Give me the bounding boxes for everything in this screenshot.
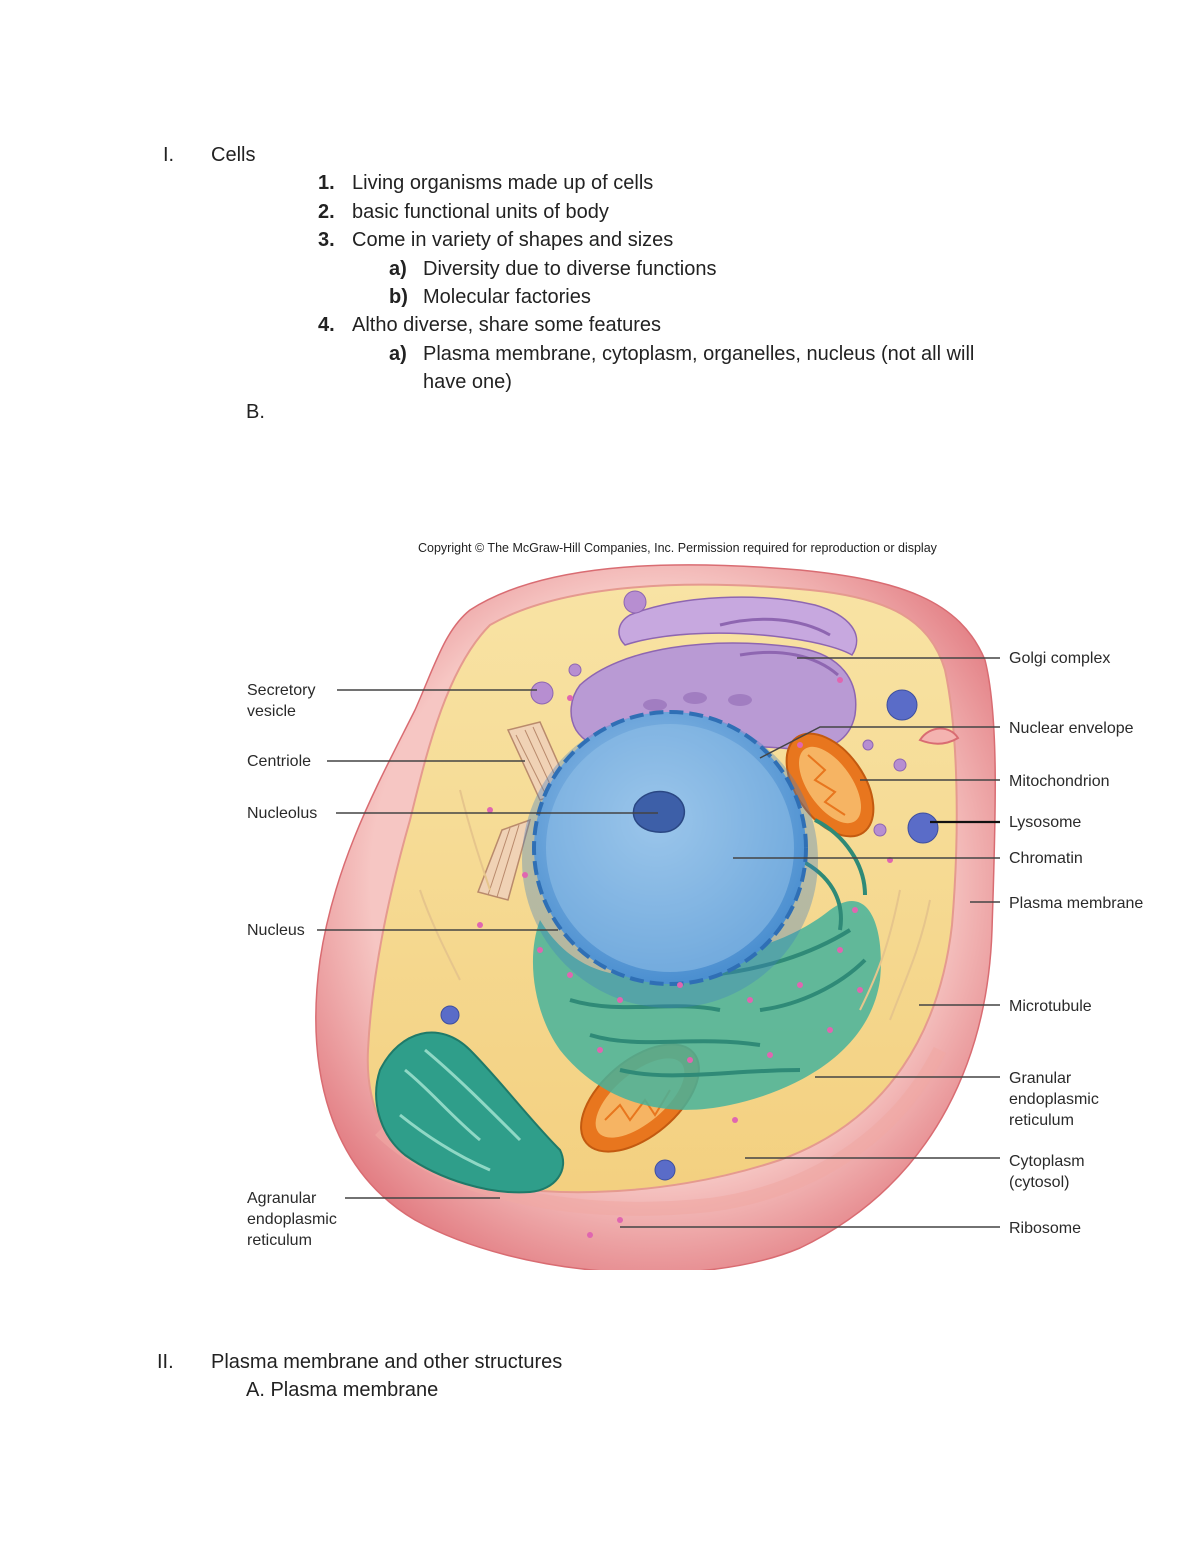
label-agranular-er-line3: reticulum <box>247 1232 312 1249</box>
agranular-endoplasmic-reticulum <box>375 1031 565 1194</box>
section-2-item-a: A. Plasma membrane <box>246 1379 439 1401</box>
item-text: Come in variety of shapes and sizes <box>352 229 674 251</box>
item-text: Living organisms made up of cells <box>352 172 654 194</box>
ribosomes <box>477 677 893 1238</box>
label-agranular-er-line2: endoplasmic <box>247 1211 337 1228</box>
label-nucleolus: Nucleolus <box>247 805 317 822</box>
copyright-notice: Copyright © The McGraw-Hill Companies, I… <box>418 541 938 555</box>
item-number: 1. <box>318 172 335 194</box>
label-centriole: Centriole <box>247 753 311 770</box>
plasma-membrane-indent <box>918 727 960 745</box>
section-2-title: Plasma membrane and other structures <box>211 1351 563 1373</box>
subitem-text: Molecular factories <box>423 286 591 308</box>
label-nuclear-envelope: Nuclear envelope <box>1009 720 1134 737</box>
label-secretory-vesicle-line2: vesicle <box>247 703 296 720</box>
label-cytoplasm-line2: (cytosol) <box>1009 1174 1069 1191</box>
subitem-letter: a) <box>389 343 407 365</box>
item-text: Altho diverse, share some features <box>352 314 662 336</box>
label-granular-er-line3: reticulum <box>1009 1112 1074 1129</box>
label-leader-lines <box>317 657 1000 1228</box>
nucleolus-shape <box>632 790 686 833</box>
label-microtubule: Microtubule <box>1009 998 1092 1015</box>
label-mitochondrion: Mitochondrion <box>1009 773 1110 790</box>
item-text: basic functional units of body <box>352 201 609 223</box>
item-number: 4. <box>318 314 335 336</box>
label-chromatin: Chromatin <box>1009 850 1083 867</box>
item-number: 3. <box>318 229 335 251</box>
subitem-text-continued: have one) <box>423 371 512 393</box>
granular-endoplasmic-reticulum <box>532 818 881 1110</box>
label-granular-er-line2: endoplasmic <box>1009 1091 1099 1108</box>
section-b-label: B. <box>246 401 265 423</box>
subitem-text: Plasma membrane, cytoplasm, organelles, … <box>423 343 975 365</box>
lysosomes <box>440 689 939 1181</box>
label-lysosome: Lysosome <box>1009 814 1081 831</box>
label-golgi-complex: Golgi complex <box>1009 650 1110 667</box>
subitem-letter: b) <box>389 286 408 308</box>
nucleus <box>522 710 818 1008</box>
label-nucleus: Nucleus <box>247 922 305 939</box>
section-1-numeral: I. <box>163 144 175 166</box>
section-1-title: Cells <box>211 144 256 166</box>
animal-cell-diagram: Copyright © The McGraw-Hill Companies, I… <box>240 530 1200 1270</box>
label-granular-er: Granular <box>1009 1070 1072 1087</box>
microtubules <box>419 789 931 1021</box>
subitem-text: Diversity due to diverse functions <box>423 258 717 280</box>
section-2-numeral: II. <box>157 1351 174 1373</box>
label-plasma-membrane: Plasma membrane <box>1009 895 1143 912</box>
item-number: 2. <box>318 201 335 223</box>
subitem-letter: a) <box>389 258 407 280</box>
label-agranular-er: Agranular <box>247 1190 317 1207</box>
cell-illustration: Copyright © The McGraw-Hill Companies, I… <box>247 541 1143 1270</box>
label-secretory-vesicle: Secretory <box>247 682 315 699</box>
label-cytoplasm: Cytoplasm <box>1009 1153 1085 1170</box>
label-ribosome: Ribosome <box>1009 1220 1081 1237</box>
